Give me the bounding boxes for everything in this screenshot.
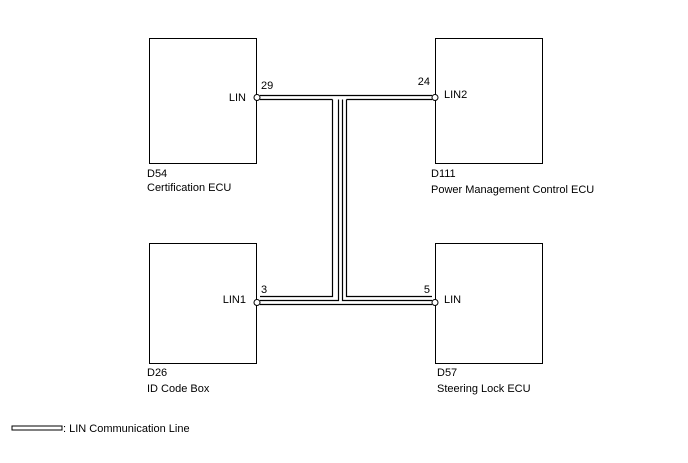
- connector-code-d26: D26: [147, 367, 167, 379]
- pin-number-5: 5: [424, 284, 430, 296]
- ecu-name-certification: Certification ECU: [147, 182, 231, 194]
- lin-communication-lines: [260, 94, 432, 306]
- pin-5-terminal: [431, 299, 439, 306]
- connector-code-d57: D57: [437, 367, 457, 379]
- pin-29-terminal: [253, 94, 261, 101]
- ecu-name-power-management: Power Management Control ECU: [431, 184, 594, 196]
- pin-24-terminal: [431, 94, 439, 101]
- terminal-label-lin-certification: LIN: [229, 92, 246, 104]
- terminal-label-lin-steering: LIN: [444, 294, 461, 306]
- connector-code-d111: D111: [431, 168, 456, 180]
- legend-label: : LIN Communication Line: [63, 423, 190, 435]
- steering-lock-ecu-box: [435, 243, 543, 364]
- ecu-name-id-code-box: ID Code Box: [147, 383, 210, 395]
- pin-number-24: 24: [418, 76, 430, 88]
- pin-number-3: 3: [261, 284, 267, 296]
- pin-3-terminal: [253, 299, 261, 306]
- certification-ecu-box: [149, 38, 257, 164]
- legend-line-symbol: [11, 425, 63, 431]
- pin-number-29: 29: [261, 80, 273, 92]
- legend: : LIN Communication Line: [11, 423, 190, 435]
- ecu-name-steering-lock: Steering Lock ECU: [437, 383, 531, 395]
- id-code-box-box: [149, 243, 257, 364]
- power-management-ecu-box: [435, 38, 543, 164]
- terminal-label-lin2: LIN2: [444, 89, 467, 101]
- terminal-label-lin1: LIN1: [223, 294, 246, 306]
- connector-code-d54: D54: [147, 168, 167, 180]
